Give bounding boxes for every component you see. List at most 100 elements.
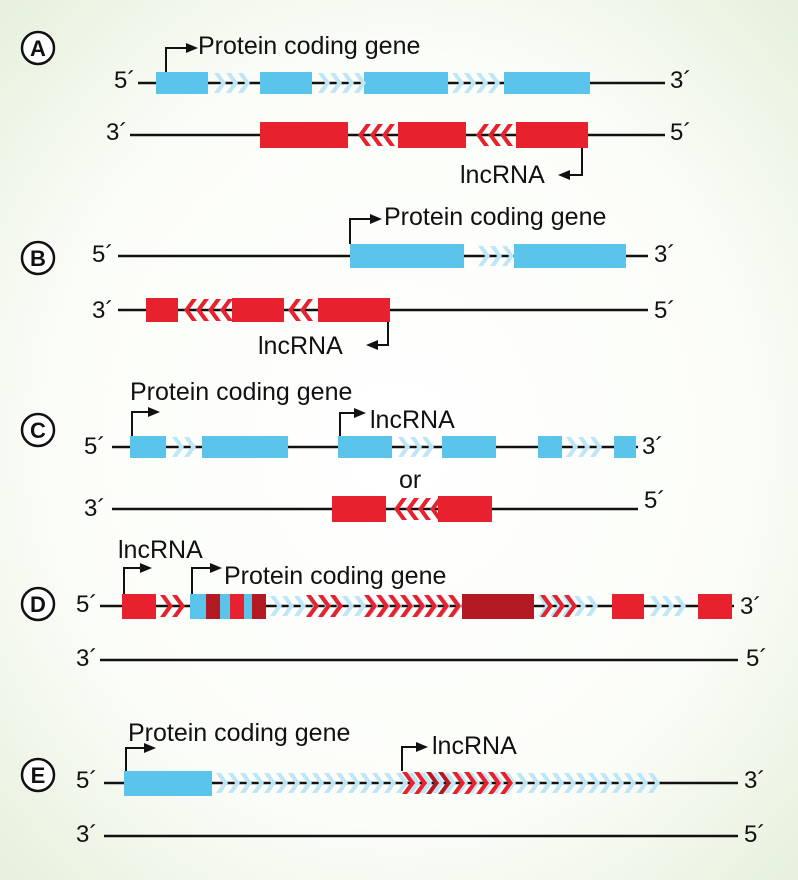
chevron-icon bbox=[238, 73, 250, 93]
panel-b-strand2-right: 5´ bbox=[654, 297, 675, 324]
bent-arrow-head bbox=[558, 170, 570, 180]
lncrna-exon bbox=[698, 594, 732, 619]
chevron-icon bbox=[476, 124, 489, 146]
chevron-icon bbox=[448, 595, 461, 617]
chevron-icon bbox=[282, 596, 294, 616]
panel-d-protein-label: Protein coding gene bbox=[224, 562, 446, 590]
chevron-icon bbox=[662, 596, 674, 616]
chevron-icon bbox=[342, 596, 354, 616]
panel-c-strand1-left: 5´ bbox=[84, 433, 105, 460]
chevron-icon bbox=[502, 246, 514, 266]
chevron-icon bbox=[402, 772, 415, 794]
exon bbox=[614, 436, 636, 458]
chevron-icon bbox=[252, 773, 264, 793]
chevron-icon bbox=[398, 437, 410, 457]
chevron-icon bbox=[300, 299, 313, 321]
exon bbox=[398, 122, 466, 148]
exon bbox=[504, 72, 590, 94]
lncrna-chevrons bbox=[402, 772, 513, 794]
chevron-icon bbox=[480, 773, 492, 793]
bent-arrow-head bbox=[148, 407, 160, 417]
panel-d: D 5´ 3´ lncRNA Protein coding gene 3´ bbox=[20, 536, 767, 672]
chevron-icon bbox=[336, 773, 348, 793]
chevron-icon bbox=[492, 773, 504, 793]
chevron-icon bbox=[342, 73, 354, 93]
chevron-icon bbox=[384, 773, 396, 793]
intron-chevrons bbox=[214, 73, 250, 93]
bent-arrow-icon bbox=[123, 567, 142, 594]
panel-e-letter: E bbox=[31, 763, 46, 788]
intron-chevrons bbox=[306, 595, 461, 617]
lncrna-exon bbox=[612, 594, 644, 619]
chevron-icon bbox=[370, 124, 383, 146]
exon bbox=[514, 244, 626, 268]
panel-b-protein-gene bbox=[350, 244, 626, 268]
bent-arrow-icon bbox=[125, 747, 146, 771]
chevron-icon bbox=[330, 73, 342, 93]
chevron-icon bbox=[424, 595, 437, 617]
chevron-icon bbox=[418, 498, 431, 520]
panel-c-letter: C bbox=[30, 418, 46, 443]
bent-arrow-head bbox=[144, 743, 156, 753]
chevron-icon bbox=[306, 595, 319, 617]
panel-b-letter: B bbox=[30, 246, 46, 271]
chevron-icon bbox=[444, 773, 456, 793]
panel-e-strand2-right: 5´ bbox=[744, 821, 765, 848]
bent-arrow-icon bbox=[568, 148, 583, 176]
chevron-icon bbox=[288, 299, 301, 321]
panel-d-strand1-left: 5´ bbox=[76, 591, 97, 618]
chevron-icon bbox=[488, 73, 500, 93]
chevron-icon bbox=[464, 73, 476, 93]
chevron-icon bbox=[490, 246, 502, 266]
exon bbox=[318, 298, 390, 322]
chevron-icon bbox=[300, 773, 312, 793]
chevron-icon bbox=[330, 595, 343, 617]
exon bbox=[232, 298, 284, 322]
chevron-icon bbox=[408, 773, 420, 793]
exon bbox=[438, 496, 492, 522]
intron-chevrons bbox=[540, 595, 577, 617]
chevron-icon bbox=[430, 498, 443, 520]
panel-a-badge: A bbox=[20, 30, 56, 66]
panel-d-badge: D bbox=[20, 586, 56, 622]
panel-e: E 5´ 3´ Protein coding gene lncRNA 3´ 5´ bbox=[20, 719, 765, 848]
chevron-icon bbox=[288, 773, 300, 793]
exon bbox=[202, 436, 288, 458]
chevron-icon bbox=[240, 773, 252, 793]
chevron-icon bbox=[578, 437, 590, 457]
panel-e-genes bbox=[124, 771, 660, 796]
chevron-icon bbox=[324, 773, 336, 793]
chevron-icon bbox=[500, 772, 513, 794]
panel-b: B 5´ 3´ Protein coding gene 3´ 5´ lncRNA bbox=[20, 203, 675, 360]
panel-a-strand2-right: 5´ bbox=[670, 119, 691, 146]
exon bbox=[364, 72, 448, 94]
bent-arrow-head bbox=[416, 742, 428, 752]
panel-a: A 5´ 3´ Protein coding gene 3´ 5´ ln bbox=[20, 30, 691, 189]
exon bbox=[442, 436, 496, 458]
chevron-icon bbox=[318, 595, 331, 617]
chevron-icon bbox=[220, 299, 233, 321]
panel-c-protein-label: Protein coding gene bbox=[130, 378, 352, 406]
bent-arrow-icon bbox=[349, 218, 372, 244]
panel-a-lncrna bbox=[260, 122, 588, 148]
panel-c: C 5´ 3´ Protein coding gene lncRNA or 3´… bbox=[20, 378, 665, 522]
panel-a-strand2-left: 3´ bbox=[106, 119, 127, 146]
chevron-icon bbox=[516, 773, 528, 793]
panel-c-strand2-right: 5´ bbox=[644, 487, 665, 514]
chevron-icon bbox=[214, 73, 226, 93]
panel-b-strand1-left: 5´ bbox=[92, 241, 113, 268]
lncrna-chevrons bbox=[426, 772, 451, 794]
panel-c-or-label: or bbox=[399, 466, 421, 494]
panel-b-lncrna-label: lncRNA bbox=[258, 332, 343, 360]
chevron-icon bbox=[414, 772, 427, 794]
intron-chevrons bbox=[398, 437, 434, 457]
bent-arrow-icon bbox=[376, 322, 389, 346]
chevron-icon bbox=[376, 595, 389, 617]
exon bbox=[338, 436, 392, 458]
chevron-icon bbox=[412, 595, 425, 617]
panel-c-strand2-left: 3´ bbox=[84, 495, 105, 522]
bent-arrow-icon bbox=[131, 411, 150, 436]
panel-b-badge: B bbox=[20, 240, 56, 276]
overlap-stripe bbox=[230, 594, 244, 619]
